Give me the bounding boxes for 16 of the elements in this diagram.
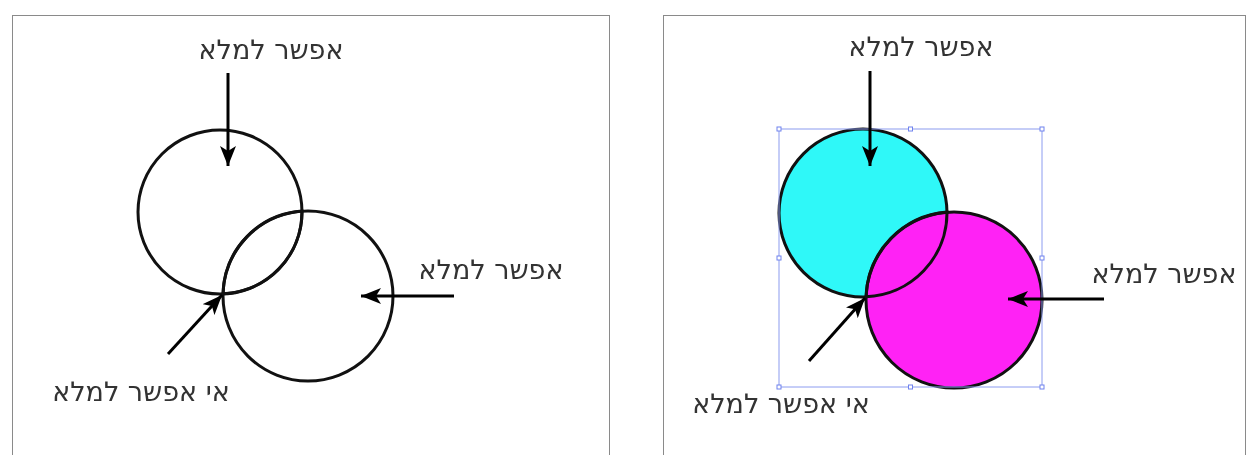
callout-text: אפשר למלא bbox=[848, 30, 994, 62]
arrow bbox=[220, 73, 236, 166]
callout-text: אפשר למלא bbox=[418, 253, 564, 285]
callout-text: אי אפשר למלא bbox=[52, 375, 230, 407]
arrow bbox=[862, 71, 878, 166]
circle bbox=[864, 210, 1044, 390]
callout-text: אפשר למלא bbox=[198, 33, 344, 65]
arrow bbox=[361, 288, 454, 304]
circle bbox=[221, 209, 395, 383]
panel-frame bbox=[12, 15, 610, 455]
arrow bbox=[166, 293, 224, 355]
callout-text: אי אפשר למלא bbox=[692, 387, 870, 419]
arrow bbox=[1008, 291, 1104, 307]
panel-frame bbox=[663, 15, 1246, 455]
callout-text: אפשר למלא bbox=[1091, 257, 1237, 289]
circle bbox=[136, 128, 304, 296]
